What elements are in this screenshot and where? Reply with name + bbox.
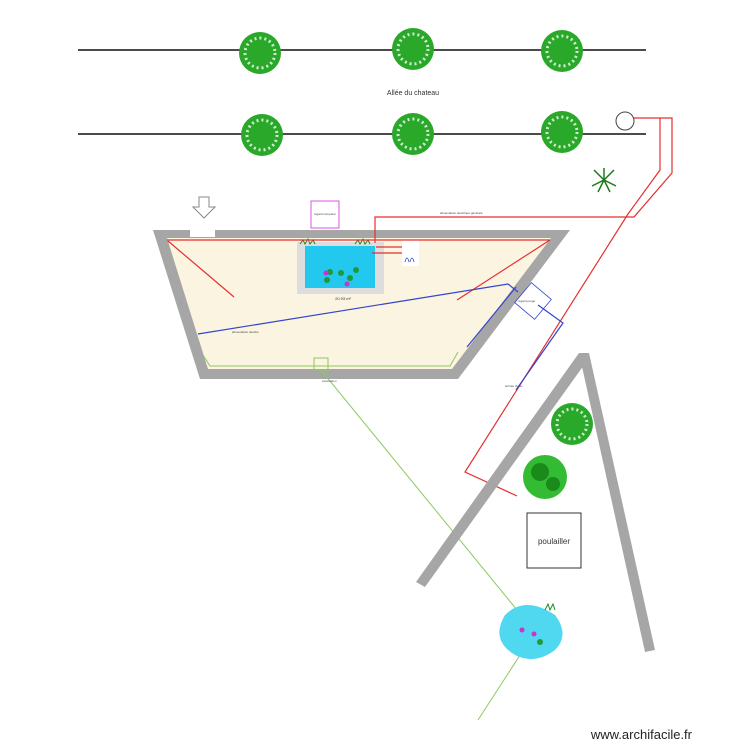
tree-icons <box>239 28 617 499</box>
water-lines <box>197 282 564 391</box>
meter-box <box>310 200 340 229</box>
tree-icon <box>541 30 583 72</box>
pond <box>499 602 563 659</box>
street-label: Allée du chateau <box>387 90 439 97</box>
garden-walls <box>416 353 655 652</box>
meter-box-label: regard compteur <box>314 212 336 216</box>
well-icon <box>615 111 635 131</box>
tree-icon <box>239 32 281 74</box>
shower-icon <box>402 240 419 266</box>
coop-label: poulailler <box>538 537 570 546</box>
palm-icon <box>591 168 617 193</box>
entrance-arrow-icon <box>191 196 217 219</box>
floor <box>167 238 551 369</box>
tree-icon <box>541 111 583 153</box>
drain-lines <box>202 351 536 721</box>
pool <box>297 237 384 294</box>
drain-label: évacuation <box>322 379 337 383</box>
tree-icon <box>551 403 593 445</box>
watermark[interactable]: www.archifacile.fr <box>590 727 692 742</box>
arrival-label: arrivée d'eau <box>505 384 523 388</box>
bush-icon <box>523 455 567 499</box>
chicken-coop <box>526 512 582 569</box>
pool-water <box>305 246 375 288</box>
shower-label: alimentation douche <box>232 330 259 334</box>
purge-box-label: regard purge <box>518 299 536 303</box>
building <box>153 230 570 379</box>
tree-icon <box>392 28 434 70</box>
power-label: alimentation électrique générale <box>440 211 483 215</box>
tree-icon <box>392 113 434 155</box>
tree-icon <box>241 114 283 156</box>
area-label: 20.93 m² <box>335 296 351 301</box>
electric-lines <box>167 117 673 497</box>
door-opening <box>190 230 215 237</box>
